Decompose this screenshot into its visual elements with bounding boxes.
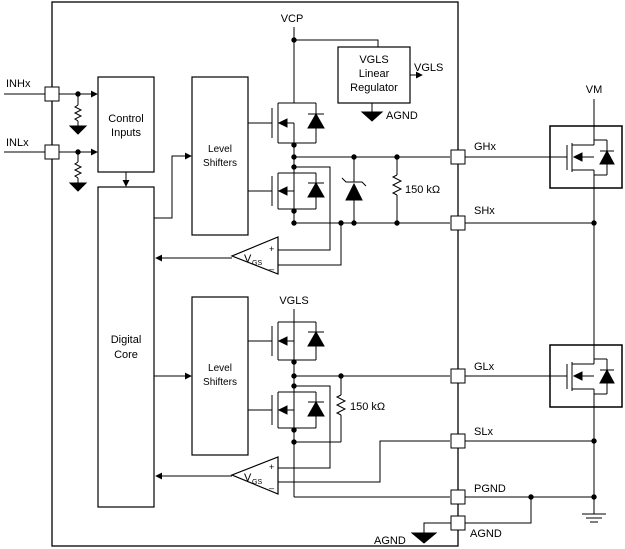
vgls-output-label: VGLS bbox=[414, 62, 443, 74]
digital-core-label-1: Digital bbox=[111, 334, 142, 346]
svg-text:GS: GS bbox=[252, 479, 262, 486]
agnd-pin-label: AGND bbox=[470, 528, 502, 540]
regulator-agnd-label: AGND bbox=[386, 110, 418, 122]
inlx-pulldown-resistor bbox=[73, 161, 83, 179]
resistor-low-label: 150 kΩ bbox=[350, 401, 385, 413]
pgnd-pin bbox=[450, 489, 466, 505]
level-shifters-low-block bbox=[191, 296, 249, 456]
inhx-pulldown-resistor bbox=[73, 104, 83, 122]
svg-text:V: V bbox=[244, 253, 252, 265]
svg-text:+: + bbox=[269, 462, 274, 472]
svg-text:+: + bbox=[269, 244, 274, 254]
level-shifters-low-label-1: Level bbox=[208, 363, 232, 374]
slx-label: SLx bbox=[474, 426, 493, 438]
inlx-ground-symbol bbox=[68, 182, 88, 192]
digital-core-label-2: Core bbox=[114, 349, 138, 361]
inhx-pin-label: INHx bbox=[6, 78, 31, 90]
regulator-label-1: VGLS bbox=[359, 54, 388, 66]
agnd-bottom-label: AGND bbox=[374, 535, 406, 547]
shx-label: SHx bbox=[474, 205, 495, 217]
level-shifters-low-label-2: Shifters bbox=[203, 377, 237, 388]
resistor-150k-high bbox=[391, 174, 403, 196]
level-shifters-high-label-2: Shifters bbox=[203, 158, 237, 169]
resistor-high-label: 150 kΩ bbox=[405, 184, 440, 196]
ghx-pin bbox=[450, 149, 466, 165]
high-side-driver: VCP bbox=[248, 13, 450, 266]
svg-text:V: V bbox=[244, 472, 252, 484]
vcp-label: VCP bbox=[281, 13, 304, 25]
control-inputs-label-2: Inputs bbox=[111, 127, 141, 139]
output-pins: GHx SHx GLx SLx PGND AGND AGND bbox=[374, 141, 597, 547]
resistor-150k-low bbox=[335, 394, 347, 416]
svg-text:_: _ bbox=[268, 260, 275, 270]
svg-text:GS: GS bbox=[252, 260, 262, 267]
inhx-ground-symbol bbox=[68, 125, 88, 135]
control-inputs-block bbox=[97, 76, 155, 173]
regulator-label-3: Regulator bbox=[350, 82, 398, 94]
vgls-regulator-block bbox=[337, 46, 411, 104]
digital-core-block bbox=[97, 186, 155, 508]
ghx-label: GHx bbox=[474, 141, 497, 153]
level-shifters-high-block bbox=[191, 76, 249, 236]
slx-pin bbox=[450, 433, 466, 449]
inlx-pin-label: INLx bbox=[6, 137, 29, 149]
glx-label: GLx bbox=[474, 361, 495, 373]
inhx-pin bbox=[44, 86, 60, 102]
device-outline bbox=[51, 1, 459, 547]
regulator-label-2: Linear bbox=[359, 68, 390, 80]
vgs-amplifier-low: V GS + _ bbox=[155, 456, 279, 495]
vm-label: VM bbox=[586, 84, 603, 96]
vgs-amplifier-high: V GS + _ bbox=[155, 236, 279, 275]
pgnd-label: PGND bbox=[474, 483, 506, 495]
regulator-agnd-symbol bbox=[360, 111, 384, 122]
glx-pin bbox=[450, 368, 466, 384]
inlx-pin bbox=[44, 144, 60, 160]
shx-pin bbox=[450, 215, 466, 231]
agnd-pin bbox=[450, 515, 466, 531]
level-shifters-high-label-1: Level bbox=[208, 144, 232, 155]
low-side-driver: VGLS bbox=[248, 295, 450, 498]
agnd-bottom-symbol bbox=[410, 532, 438, 544]
external-mosfets: VM bbox=[549, 84, 623, 523]
vgls-top-label: VGLS bbox=[279, 295, 308, 307]
zener-diode-high bbox=[345, 182, 363, 201]
control-inputs-label-1: Control bbox=[108, 113, 143, 125]
input-section: INHx INLx bbox=[4, 78, 98, 192]
svg-text:_: _ bbox=[268, 479, 275, 489]
